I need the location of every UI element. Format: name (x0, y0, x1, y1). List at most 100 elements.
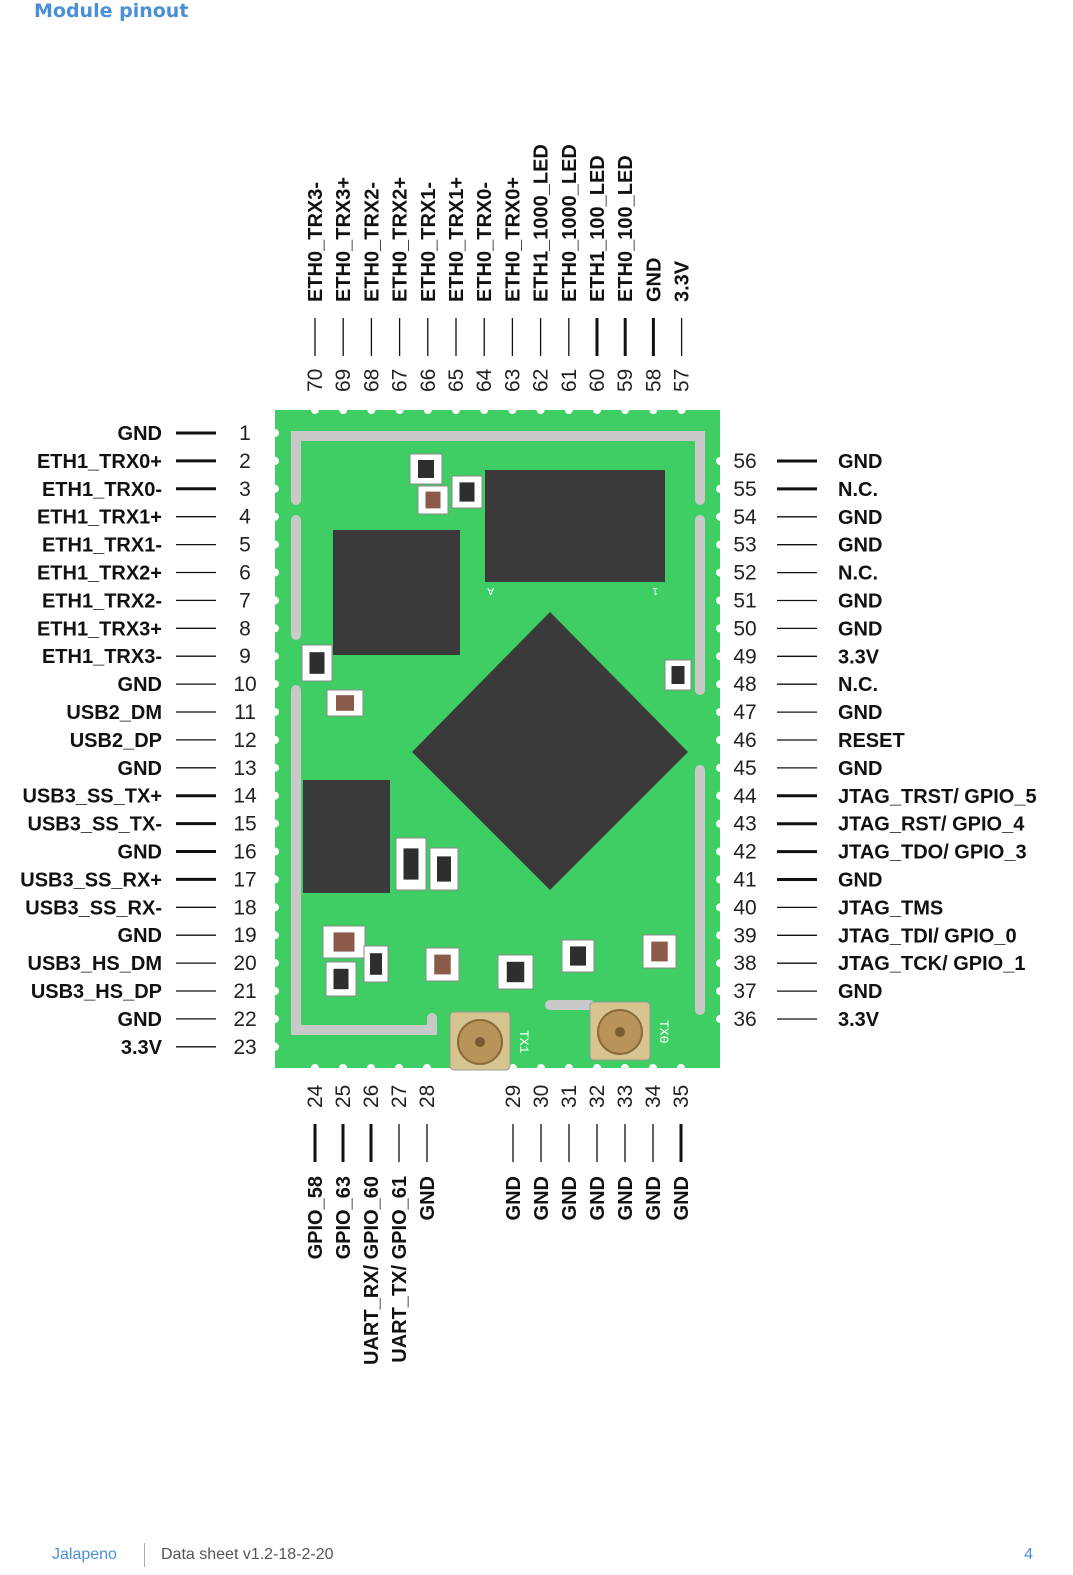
castellation-right (716, 1015, 724, 1023)
castellation-top (621, 406, 630, 414)
pin-label-left: GND (118, 758, 162, 780)
pin-label-left: ETH1_TRX0+ (37, 451, 162, 473)
castellation-right (716, 931, 724, 940)
smd-component-body (309, 652, 325, 674)
pin-label-bottom: GND (671, 1176, 693, 1220)
castellation-right (716, 791, 724, 800)
ram-chip (303, 780, 390, 893)
footer-divider (144, 1543, 145, 1567)
chip-mark-a: A (487, 585, 494, 596)
castellation-left (271, 596, 279, 605)
silkscreen-tx0-label: TX0 (656, 1020, 671, 1043)
smd-component-body (425, 491, 441, 509)
pin-label-left: GND (118, 1009, 162, 1031)
pin-number-left: 12 (233, 729, 256, 752)
pin-number-left: 1 (239, 422, 251, 445)
pin-number-left: 19 (233, 924, 256, 947)
smd-component-body (403, 848, 419, 880)
castellation-right (716, 819, 724, 828)
pin-number-right: 54 (733, 506, 757, 529)
pin-label-right: 3.3V (838, 646, 880, 668)
pin-label-top: ETH1_1000_LED (531, 144, 553, 302)
pin-label-bottom: GND (587, 1176, 609, 1220)
castellation-top (423, 406, 432, 414)
pin-label-top: ETH0_TRX3- (305, 182, 327, 302)
pin-label-left: GND (118, 842, 162, 864)
pin-label-left: ETH1_TRX3+ (37, 618, 162, 640)
pin-label-right: JTAG_TDO/ GPIO_3 (838, 842, 1027, 864)
pin-number-right: 51 (733, 590, 756, 613)
ground-trace-left (291, 685, 437, 1035)
castellation-left (271, 763, 279, 772)
pin-label-left: USB2_DM (66, 702, 162, 724)
pin-number-bottom: 25 (332, 1085, 355, 1108)
pin-number-right: 43 (733, 813, 756, 836)
castellation-right (716, 875, 724, 884)
smd-component-body (671, 666, 685, 684)
pin-label-top: 3.3V (672, 260, 694, 302)
pin-label-left: GND (118, 674, 162, 696)
castellation-top (593, 406, 601, 414)
pin-label-right: N.C. (838, 563, 878, 585)
pin-number-top: 57 (671, 369, 694, 392)
pin-number-top: 65 (445, 369, 468, 392)
pin-label-left: USB3_HS_DP (31, 981, 162, 1003)
pin-label-top: ETH0_TRX2+ (390, 177, 412, 302)
pin-number-top: 70 (304, 369, 327, 392)
castellation-left (271, 429, 279, 437)
pin-label-top: ETH0_TRX1+ (446, 177, 468, 302)
castellation-top (508, 406, 517, 414)
castellation-right (716, 624, 724, 633)
pin-label-top: ETH0_TRX0+ (502, 177, 524, 302)
castellation-bottom (677, 1064, 685, 1072)
pin-label-left: ETH1_TRX2- (42, 590, 162, 612)
castellation-top (649, 406, 658, 414)
pin-number-left: 6 (239, 562, 251, 585)
pin-label-bottom: UART_TX/ GPIO_61 (389, 1176, 411, 1363)
pin-number-right: 47 (733, 701, 756, 724)
smd-component-body (370, 953, 382, 975)
pin-number-top: 63 (501, 369, 524, 392)
pin-label-left: USB3_SS_RX+ (20, 869, 162, 891)
footer-document-version: Data sheet v1.2-18-2-20 (161, 1546, 334, 1563)
smd-component (417, 485, 449, 515)
castellation-right (716, 568, 724, 577)
smd-component-body (333, 932, 355, 952)
pin-number-right: 46 (733, 729, 756, 752)
smd-component-body (333, 968, 349, 990)
castellation-right (716, 540, 724, 549)
pin-number-top: 67 (389, 369, 412, 392)
castellation-top (536, 406, 545, 414)
pin-label-top: ETH0_1000_LED (559, 144, 581, 302)
smd-component-body (459, 482, 475, 502)
castellation-left (271, 791, 279, 800)
pin-number-left: 11 (234, 701, 256, 724)
pin-label-top: ETH0_TRX2- (361, 182, 383, 302)
castellation-left (271, 540, 279, 549)
pin-number-right: 55 (733, 478, 756, 501)
castellation-bottom (621, 1064, 629, 1072)
pin-number-right: 50 (733, 617, 756, 640)
pin-label-bottom: GND (643, 1176, 665, 1220)
pin-label-left: USB3_SS_TX- (28, 814, 163, 836)
castellation-top (452, 406, 460, 414)
castellation-right (716, 847, 724, 856)
top-pin-group: 70ETH0_TRX3-69ETH0_TRX3+68ETH0_TRX2-67ET… (304, 144, 694, 392)
castellation-top (480, 406, 489, 414)
pin-label-bottom: UART_RX/ GPIO_60 (361, 1176, 383, 1365)
antenna-center-tx1 (475, 1037, 485, 1047)
pin-label-top: ETH0_100_LED (615, 155, 637, 302)
pin-label-top: ETH0_TRX3+ (333, 177, 355, 302)
pin-number-right: 56 (733, 450, 756, 473)
smd-component (301, 644, 333, 682)
castellation-left (271, 735, 279, 744)
pin-number-right: 36 (733, 1008, 756, 1031)
castellation-left (271, 847, 279, 856)
castellation-right (716, 680, 724, 689)
castellation-bottom (593, 1064, 601, 1072)
pin-label-right: JTAG_TRST/ GPIO_5 (838, 786, 1037, 808)
pin-label-right: JTAG_TDI/ GPIO_0 (838, 925, 1017, 947)
pin-label-right: GND (838, 758, 882, 780)
pin-number-left: 7 (239, 589, 251, 612)
